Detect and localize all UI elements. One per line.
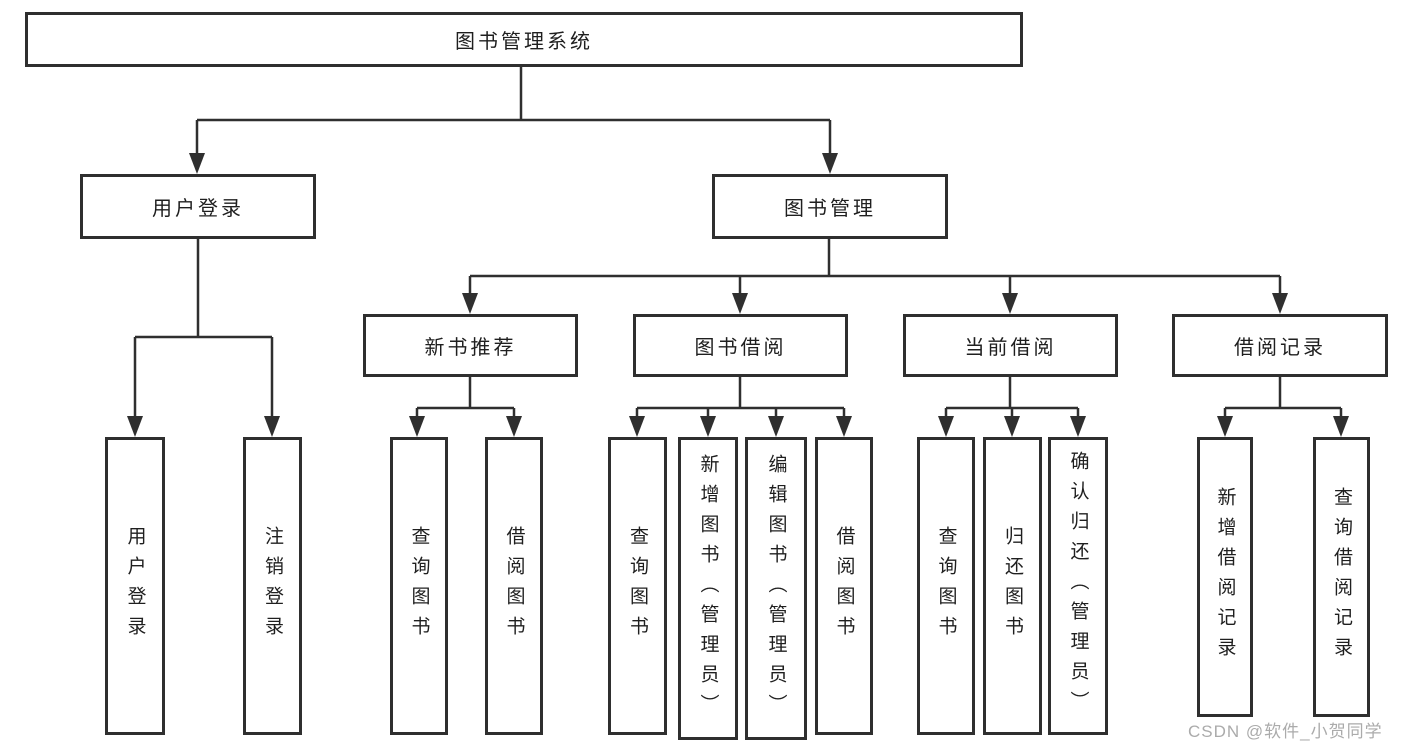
arrow-down-icon xyxy=(264,416,280,437)
connector-book-management-to-level2 xyxy=(462,239,1288,314)
arrow-down-icon xyxy=(822,153,838,174)
leaf-query-books-borrowing: 查询图书 xyxy=(608,437,667,735)
node-user-login: 用户登录 xyxy=(80,174,316,239)
connector-new-book-recommend-to-leaves xyxy=(409,377,522,437)
node-label: 查询图书 xyxy=(627,526,648,646)
node-new-book-recommend: 新书推荐 xyxy=(363,314,578,377)
leaf-borrow-books: 借阅图书 xyxy=(815,437,873,735)
arrow-down-icon xyxy=(127,416,143,437)
node-label: 借阅图书 xyxy=(833,526,855,646)
arrow-down-icon xyxy=(409,416,425,437)
connector-current-borrowing-to-leaves xyxy=(938,377,1086,437)
node-label: 借阅记录 xyxy=(1234,337,1326,359)
node-label: 归还图书 xyxy=(1002,526,1023,646)
leaf-query-borrow-record: 查询借阅记录 xyxy=(1313,437,1370,717)
node-label: 编辑图书（管理员） xyxy=(765,453,787,724)
connector-root-to-level1 xyxy=(189,67,838,174)
node-book-management: 图书管理 xyxy=(712,174,948,239)
leaf-user-login: 用户登录 xyxy=(105,437,165,735)
connector-user-login-to-leaves xyxy=(127,239,280,437)
arrow-down-icon xyxy=(938,416,954,437)
leaf-borrow-books-recommend: 借阅图书 xyxy=(485,437,543,735)
arrow-down-icon xyxy=(189,153,205,174)
node-label: 用户登录 xyxy=(152,198,244,220)
leaf-add-borrow-record: 新增借阅记录 xyxy=(1197,437,1253,717)
leaf-query-books-recommend: 查询图书 xyxy=(390,437,448,735)
arrow-down-icon xyxy=(1272,293,1288,314)
node-label: 图书管理系统 xyxy=(455,31,593,53)
node-label: 查询图书 xyxy=(935,526,957,646)
leaf-query-books-current: 查询图书 xyxy=(917,437,975,735)
arrow-down-icon xyxy=(1004,416,1020,437)
node-label: 用户登录 xyxy=(124,526,146,646)
node-label: 图书借阅 xyxy=(694,337,787,359)
node-label: 新增图书（管理员） xyxy=(697,453,719,724)
node-label: 图书管理 xyxy=(784,198,876,220)
arrow-down-icon xyxy=(1333,416,1349,437)
arrow-down-icon xyxy=(836,416,852,437)
arrow-down-icon xyxy=(700,416,716,437)
node-label: 当前借阅 xyxy=(964,337,1057,359)
node-book-borrowing: 图书借阅 xyxy=(633,314,848,377)
arrow-down-icon xyxy=(629,416,645,437)
node-label: 新书推荐 xyxy=(424,337,517,359)
arrow-down-icon xyxy=(462,293,478,314)
arrow-down-icon xyxy=(1070,416,1086,437)
connector-borrow-records-to-leaves xyxy=(1217,377,1349,437)
arrow-down-icon xyxy=(1002,293,1018,314)
csdn-watermark: CSDN @软件_小贺同学 xyxy=(1188,722,1383,741)
leaf-return-books: 归还图书 xyxy=(983,437,1042,735)
node-label: 借阅图书 xyxy=(503,526,525,646)
leaf-confirm-return-admin: 确认归还（管理员） xyxy=(1048,437,1108,735)
node-root-system: 图书管理系统 xyxy=(25,12,1023,67)
arrow-down-icon xyxy=(768,416,784,437)
arrow-down-icon xyxy=(732,293,748,314)
node-current-borrowing: 当前借阅 xyxy=(903,314,1118,377)
node-label: 注销登录 xyxy=(262,526,283,646)
node-borrow-records: 借阅记录 xyxy=(1172,314,1388,377)
node-label: 查询借阅记录 xyxy=(1331,487,1352,667)
leaf-edit-book-admin: 编辑图书（管理员） xyxy=(745,437,807,740)
leaf-add-book-admin: 新增图书（管理员） xyxy=(678,437,738,740)
node-label: 查询图书 xyxy=(408,526,430,646)
connector-book-borrowing-to-leaves xyxy=(629,377,852,437)
node-label: 新增借阅记录 xyxy=(1214,487,1236,667)
leaf-logout: 注销登录 xyxy=(243,437,302,735)
node-label: 确认归还（管理员） xyxy=(1067,451,1089,721)
arrow-down-icon xyxy=(1217,416,1233,437)
arrow-down-icon xyxy=(506,416,522,437)
